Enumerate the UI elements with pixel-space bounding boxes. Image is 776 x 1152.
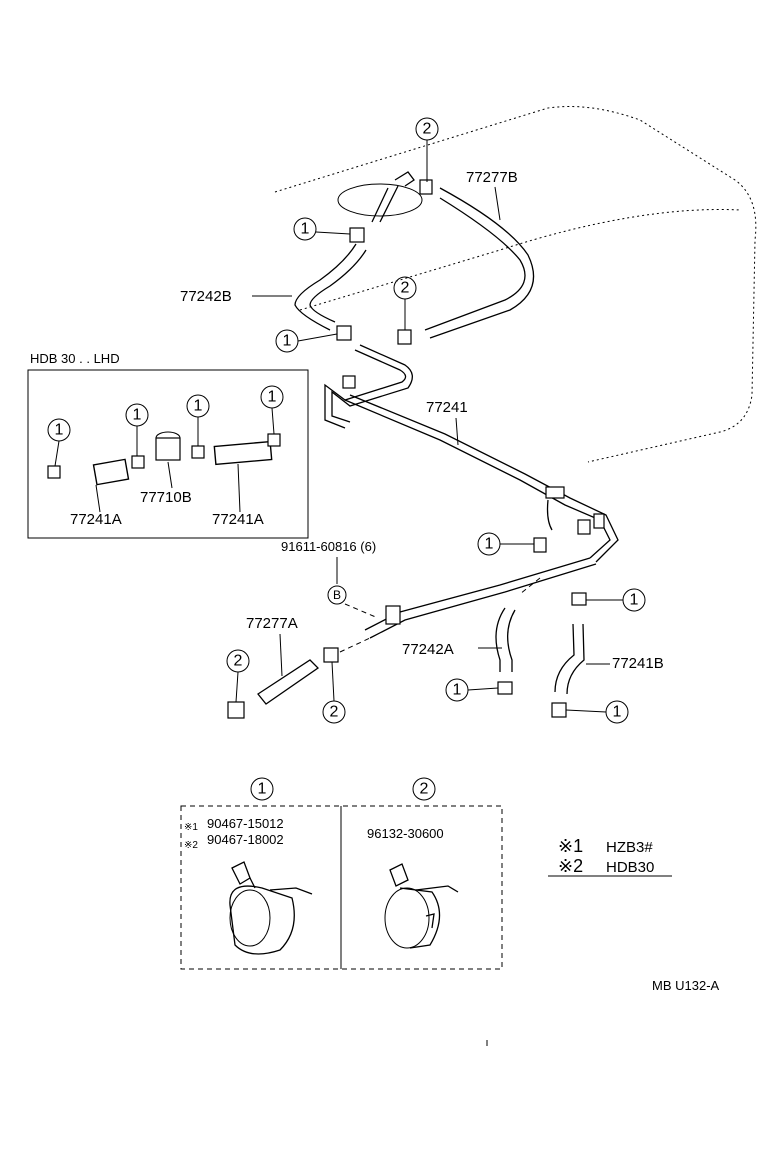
leader-lines xyxy=(339,577,541,653)
hose-77242A xyxy=(495,607,516,695)
svg-text:1: 1 xyxy=(283,333,292,350)
note-text-hdb30: HDB30 xyxy=(606,859,654,876)
legend-mark-1: ※1 xyxy=(184,822,198,833)
callout-2: 2 xyxy=(226,649,250,703)
label-77710B: 77710B xyxy=(140,489,192,506)
pipe-77241 xyxy=(324,344,619,563)
label-77242B: 77242B xyxy=(180,288,232,305)
hose-clip-type-1-illustration xyxy=(229,861,313,955)
callout-1: 1 xyxy=(47,418,71,467)
svg-text:2: 2 xyxy=(420,781,429,798)
callout-circles: 2 1 2 1 1 1 1 xyxy=(47,117,646,724)
callout-2: 2 xyxy=(393,276,417,330)
svg-text:1: 1 xyxy=(613,704,622,721)
label-77277B: 77277B xyxy=(466,169,518,186)
callout-1: 1 xyxy=(260,385,284,435)
callout-1: 1 xyxy=(565,700,629,724)
legend-header-1: 1 xyxy=(250,777,274,801)
note-mark-2: ※2 xyxy=(558,856,583,876)
hose-77241B xyxy=(551,592,587,718)
label-77277A: 77277A xyxy=(246,615,298,632)
callout-1: 1 xyxy=(275,329,338,353)
svg-text:2: 2 xyxy=(401,280,410,297)
legend-part-90467-18002: 90467-18002 xyxy=(207,832,284,847)
callout-1: 1 xyxy=(477,532,534,556)
svg-text:2: 2 xyxy=(423,121,432,138)
svg-text:2: 2 xyxy=(234,653,243,670)
hose-clip-type-2-illustration xyxy=(384,863,459,949)
legend-header-2: 2 xyxy=(412,777,436,801)
hose-77277A xyxy=(227,647,339,719)
note-text-hzb3: HZB3# xyxy=(606,839,653,856)
pipe-lower-run xyxy=(364,557,597,639)
svg-text:1: 1 xyxy=(485,536,494,553)
svg-text:1: 1 xyxy=(55,422,64,439)
svg-text:2: 2 xyxy=(330,704,339,721)
svg-text:1: 1 xyxy=(268,389,277,406)
svg-text:B: B xyxy=(333,588,341,602)
legend-part-96132-30600: 96132-30600 xyxy=(367,826,444,841)
model-notes: ※1 HZB3# ※2 HDB30 xyxy=(548,836,672,877)
callout-1: 1 xyxy=(186,394,210,446)
callout-2: 2 xyxy=(322,661,346,724)
svg-text:1: 1 xyxy=(258,781,267,798)
part-labels: 77277B 77242B 77241 91611-60816 (6) 7727… xyxy=(180,169,664,677)
inset-title: HDB 30 . . LHD xyxy=(30,351,120,366)
svg-text:1: 1 xyxy=(133,407,142,424)
clip-legend-box: 1 2 ※1 90467-15012 ※2 90467-18002 96132-… xyxy=(180,777,503,970)
legend-part-90467-15012: 90467-15012 xyxy=(207,816,284,831)
callout-bolt-B: B xyxy=(327,585,347,605)
label-77241A-right: 77241A xyxy=(212,511,264,528)
callout-1: 1 xyxy=(293,217,351,241)
hose-77277B xyxy=(397,179,535,345)
hose-77242B xyxy=(294,227,367,341)
svg-text:1: 1 xyxy=(453,682,462,699)
reference-code: MB U132-A xyxy=(652,978,720,993)
callout-1: 1 xyxy=(125,403,149,456)
label-77241A-left: 77241A xyxy=(70,511,122,528)
clip-part xyxy=(533,537,547,553)
tank-filler-pipe xyxy=(371,171,415,223)
label-77242A: 77242A xyxy=(402,641,454,658)
svg-text:1: 1 xyxy=(630,592,639,609)
label-91611: 91611-60816 (6) xyxy=(281,539,376,554)
svg-text:1: 1 xyxy=(194,398,203,415)
label-77241: 77241 xyxy=(426,399,468,416)
callout-1: 1 xyxy=(445,678,499,702)
callout-1: 1 xyxy=(586,588,646,612)
callout-2: 2 xyxy=(415,117,439,182)
label-77241B: 77241B xyxy=(612,655,664,672)
note-mark-1: ※1 xyxy=(558,836,583,856)
legend-mark-2: ※2 xyxy=(184,840,198,851)
fuel-tank-outline xyxy=(274,106,757,463)
inset-hdb30-lhd: HDB 30 . . LHD 77710B 77241A 77241A xyxy=(27,351,309,539)
svg-text:1: 1 xyxy=(301,221,310,238)
